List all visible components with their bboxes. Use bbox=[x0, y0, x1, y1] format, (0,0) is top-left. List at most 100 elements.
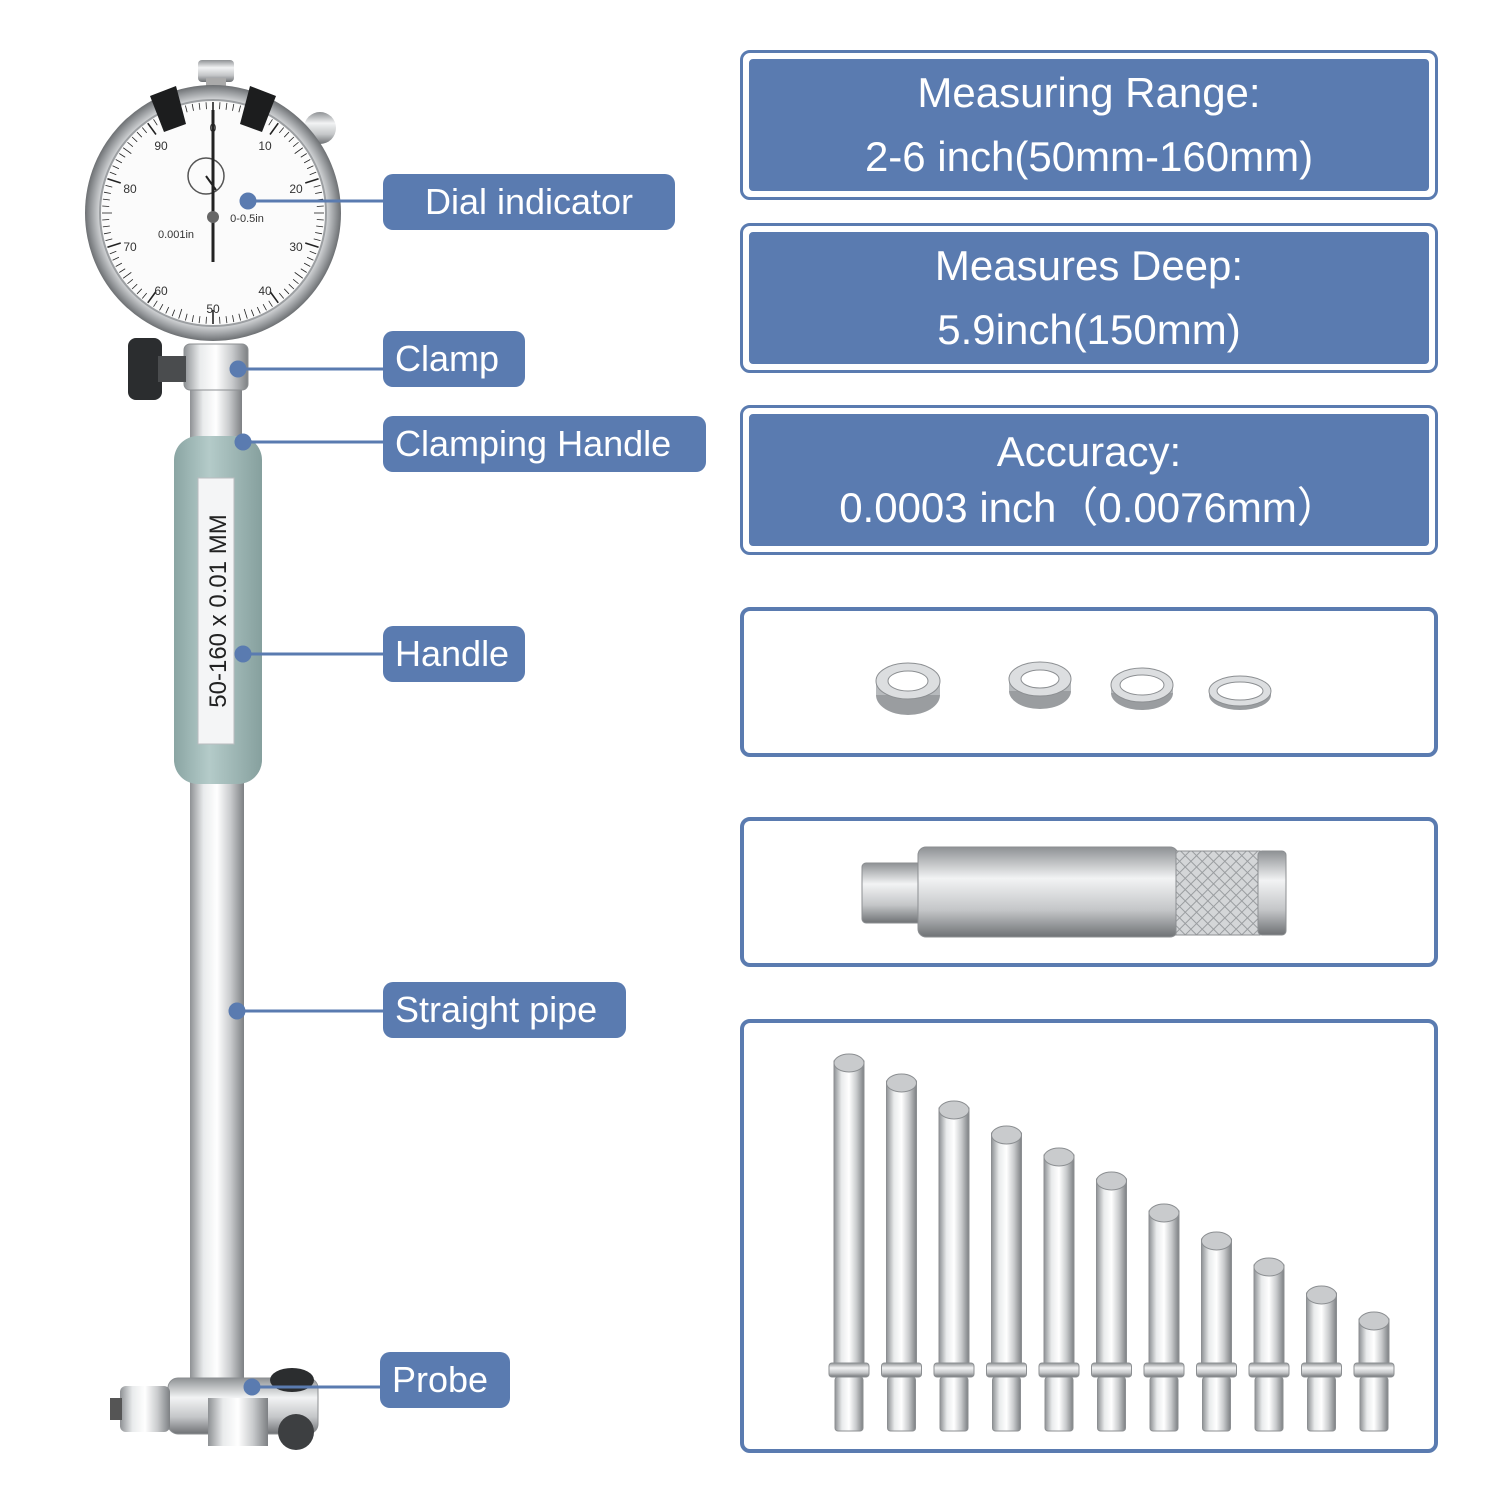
dial-subdial bbox=[187, 157, 225, 195]
dial-tick bbox=[225, 102, 228, 110]
dial-tick bbox=[283, 131, 290, 138]
dial-number-50: 50 bbox=[206, 302, 220, 316]
callout-probe: Probe bbox=[380, 1352, 510, 1408]
dial-tick bbox=[300, 153, 307, 158]
extension-rod-panel bbox=[740, 817, 1438, 967]
dial-tick bbox=[107, 177, 121, 184]
dial-tick bbox=[268, 119, 273, 126]
dial-tick bbox=[119, 153, 126, 158]
dial-tick bbox=[243, 308, 248, 319]
dial-tick bbox=[268, 300, 273, 307]
dial-tick bbox=[294, 272, 304, 279]
dial-tick bbox=[112, 256, 120, 261]
probe-rod-8 bbox=[1196, 1231, 1237, 1432]
probe-rod-6 bbox=[1091, 1171, 1132, 1432]
washer-2 bbox=[1008, 661, 1072, 709]
probe-rod-3 bbox=[933, 1100, 975, 1432]
dial-tick bbox=[238, 313, 241, 321]
dial-tick bbox=[225, 316, 228, 324]
dial-tick bbox=[165, 306, 170, 314]
spec-accuracy-value: 0.0003 inch（0.0076mm） bbox=[839, 484, 1339, 531]
handle-label: 50-160 x 0.01 MM bbox=[205, 514, 232, 707]
probe-rod-7 bbox=[1143, 1203, 1185, 1432]
dial-tick bbox=[309, 250, 317, 255]
callout-straight-pipe: Straight pipe bbox=[383, 982, 626, 1038]
spec-depth-title: Measures Deep: bbox=[934, 242, 1244, 289]
dial-tick bbox=[136, 288, 143, 295]
dial-tick bbox=[185, 105, 188, 113]
dial-stem-cap bbox=[198, 60, 234, 82]
dial-tick bbox=[232, 315, 235, 323]
spec-depth-value: 5.9inch(150mm) bbox=[937, 306, 1241, 353]
callout-dial-indicator: Dial indicator bbox=[383, 174, 675, 230]
dial-tick bbox=[141, 292, 148, 299]
callout-clamping-handle: Clamping Handle bbox=[383, 416, 706, 472]
dial-number-10: 10 bbox=[258, 139, 272, 153]
dial-tick bbox=[315, 191, 323, 194]
dial-tick bbox=[269, 122, 279, 135]
dial-number-60: 60 bbox=[154, 284, 168, 298]
dial-tick bbox=[250, 309, 255, 317]
dial-tick bbox=[147, 291, 157, 304]
dial-tick bbox=[141, 127, 148, 134]
dial-tick bbox=[147, 122, 157, 135]
dial-tick bbox=[305, 177, 319, 184]
dial-tick bbox=[102, 198, 110, 201]
washer-1 bbox=[875, 662, 941, 715]
bore-gauge-illustration: 50-160 x 0.01 MM 0 10 20 30 40 50 60 70 … bbox=[85, 60, 384, 1450]
dial-tick bbox=[288, 136, 295, 143]
spec-measures-deep: Measures Deep: 5.9inch(150mm) bbox=[740, 223, 1438, 373]
dial-tick bbox=[127, 141, 134, 148]
dial-tick bbox=[136, 131, 143, 138]
dial-tick bbox=[131, 283, 138, 290]
dial-tick bbox=[103, 232, 111, 235]
dial-tick bbox=[306, 256, 314, 261]
spec-range-title: Measuring Range: bbox=[917, 69, 1261, 116]
probe-rod-1 bbox=[828, 1053, 870, 1432]
rod-body bbox=[917, 846, 1179, 938]
probe-rod-11 bbox=[1353, 1311, 1395, 1432]
dial-tick bbox=[122, 147, 132, 154]
dial-number-40: 40 bbox=[258, 284, 272, 298]
washers-image bbox=[875, 661, 1272, 715]
callout-handle: Handle bbox=[383, 626, 525, 682]
washers-panel bbox=[740, 607, 1438, 757]
dial-tick bbox=[122, 272, 132, 279]
dial-number-30: 30 bbox=[289, 240, 303, 254]
dial-tick bbox=[131, 136, 138, 143]
dial-number-70: 70 bbox=[123, 240, 137, 254]
clamp-knob bbox=[128, 338, 162, 400]
dial-tick bbox=[185, 313, 188, 321]
dial-tick bbox=[269, 291, 279, 304]
dial-tick bbox=[278, 292, 285, 299]
rod-knurl bbox=[1175, 850, 1261, 936]
spec-accuracy: Accuracy: 0.0003 inch（0.0076mm） bbox=[740, 405, 1438, 555]
dial-tick bbox=[159, 303, 164, 311]
dial-number-90: 90 bbox=[154, 139, 168, 153]
dial-tick bbox=[191, 103, 194, 111]
dial-tick bbox=[303, 262, 311, 267]
dial-tick bbox=[232, 103, 235, 111]
dial-tick bbox=[288, 283, 295, 290]
rod-cap bbox=[1257, 850, 1287, 936]
probe-rod-2 bbox=[881, 1073, 922, 1432]
dial-tick bbox=[105, 185, 113, 188]
dial-tick bbox=[303, 159, 311, 164]
dial-resolution: 0.001in bbox=[158, 229, 194, 241]
probe-anvil bbox=[120, 1386, 170, 1432]
dial-limit-marker-right bbox=[240, 86, 276, 132]
dial-tick bbox=[256, 306, 261, 314]
dial-tick bbox=[294, 147, 304, 154]
dial-range: 0-0.5in bbox=[230, 213, 264, 225]
dial-tick bbox=[102, 225, 110, 228]
dial-number-20: 20 bbox=[289, 182, 303, 196]
dial-tick bbox=[292, 141, 299, 148]
dial-tick bbox=[109, 171, 117, 176]
dial-tick bbox=[283, 288, 290, 295]
probe-screw bbox=[278, 1414, 314, 1450]
dial-tick bbox=[171, 309, 176, 317]
probe-rods-panel bbox=[740, 1019, 1438, 1453]
dial-tick bbox=[191, 315, 194, 323]
dial-tick bbox=[127, 278, 134, 285]
dial-tick bbox=[178, 308, 183, 319]
